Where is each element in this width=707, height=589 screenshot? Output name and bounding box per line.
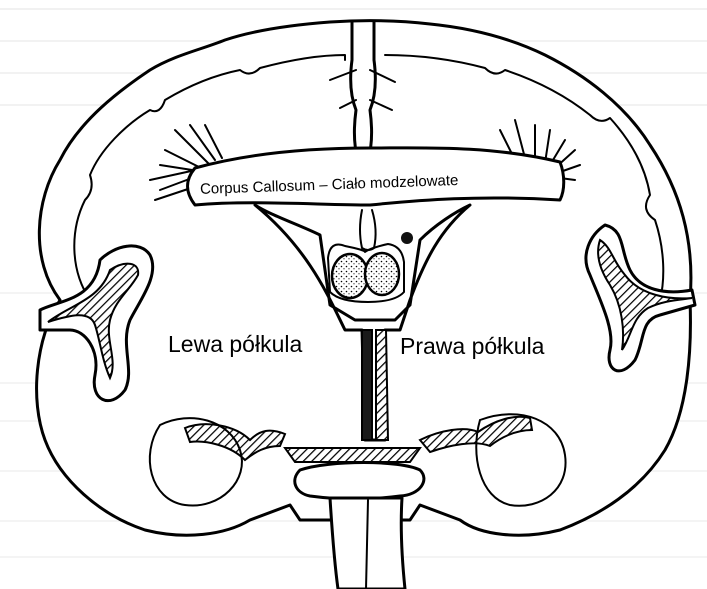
- corpus-callosum-label: Corpus Callosum – Ciało modzelowate: [200, 172, 459, 198]
- left-hemisphere-label: Lewa półkula: [168, 331, 302, 357]
- right-hemisphere-label: Prawa półkula: [400, 333, 545, 359]
